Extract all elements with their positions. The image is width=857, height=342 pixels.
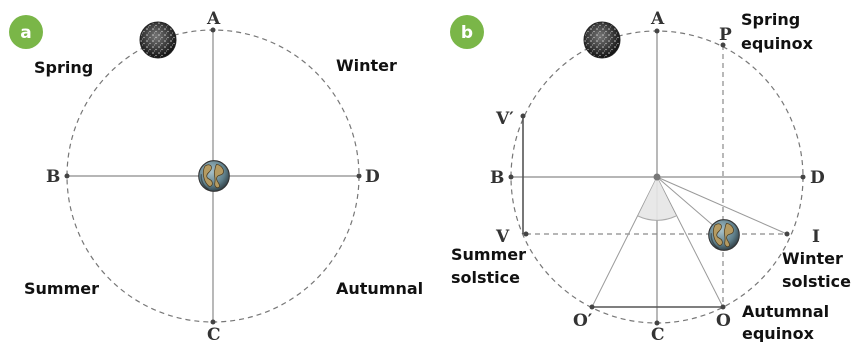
point-v-marker: [523, 231, 529, 237]
center-to-earth-line: [656, 176, 724, 235]
autumnal-equinox-label: Autumnal equinox: [742, 302, 829, 342]
point-p-label: P: [719, 25, 732, 45]
point-d-marker: [800, 174, 806, 180]
badge-b-label: b: [461, 23, 473, 43]
point-p-marker: [720, 42, 726, 48]
point-b-label: B: [490, 168, 504, 188]
point-d-label: D: [810, 168, 825, 188]
center-marker: [653, 173, 661, 181]
center-to-i-line: [656, 176, 788, 235]
point-d-marker: [356, 173, 362, 179]
summer-solstice-line-1: Summer: [451, 245, 526, 264]
season-winter: Winter: [336, 56, 397, 75]
point-a-marker: [210, 27, 216, 33]
full-moon-icon: [583, 21, 621, 59]
earth-globe-icon: [198, 160, 230, 192]
winter-solstice-line-1: Winter: [782, 249, 843, 268]
autumnal-equinox-line-1: Autumnal: [742, 302, 829, 321]
point-v-label: V: [495, 227, 510, 247]
earth-globe-icon: [708, 219, 740, 251]
autumnal-equinox-line-2: equinox: [742, 324, 815, 342]
point-v-prime-marker: [520, 113, 526, 119]
badge-a-circle: [9, 15, 43, 49]
point-a-label: A: [650, 9, 665, 29]
badge-a: a: [9, 15, 43, 49]
panel-a: A B C D Spring Winter Summer Autumnal a: [9, 9, 423, 342]
point-b-marker: [64, 173, 70, 179]
point-c-marker: [210, 319, 216, 325]
spring-equinox-line-1: Spring: [741, 10, 800, 29]
point-a-marker: [654, 28, 660, 34]
season-spring: Spring: [34, 58, 93, 77]
summer-solstice-label: Summer solstice: [451, 245, 526, 287]
point-v-prime-label: V′: [495, 109, 514, 129]
badge-b: b: [450, 15, 484, 49]
point-o-prime-label: O′: [573, 311, 593, 331]
point-c-marker: [654, 320, 660, 326]
point-d-label: D: [365, 167, 380, 187]
point-o-prime-marker: [589, 304, 595, 310]
season-autumnal: Autumnal: [336, 279, 423, 298]
point-i-marker: [784, 231, 790, 237]
angle-arc: [637, 215, 677, 221]
point-c-label: C: [207, 325, 221, 342]
badge-a-label: a: [20, 23, 31, 43]
panel-b: A B C D P V′ V I O O′ Spring equinox Win…: [450, 9, 851, 342]
point-c-label: C: [651, 325, 665, 342]
spring-equinox-line-2: equinox: [741, 34, 814, 53]
point-o-marker: [720, 304, 726, 310]
point-i-label: I: [812, 227, 820, 247]
point-a-label: A: [206, 9, 221, 29]
full-moon-icon: [139, 21, 177, 59]
spring-equinox-label: Spring equinox: [741, 10, 814, 53]
point-b-marker: [508, 174, 514, 180]
point-o-label: O: [716, 311, 731, 331]
summer-solstice-line-2: solstice: [451, 268, 520, 287]
angle-wedge: [638, 177, 676, 221]
winter-solstice-label: Winter solstice: [782, 249, 851, 291]
point-b-label: B: [46, 167, 60, 187]
badge-b-circle: [450, 15, 484, 49]
season-summer: Summer: [24, 279, 99, 298]
center-to-o-prime-line: [591, 176, 658, 308]
winter-solstice-line-2: solstice: [782, 272, 851, 291]
center-to-o-line: [656, 176, 724, 308]
